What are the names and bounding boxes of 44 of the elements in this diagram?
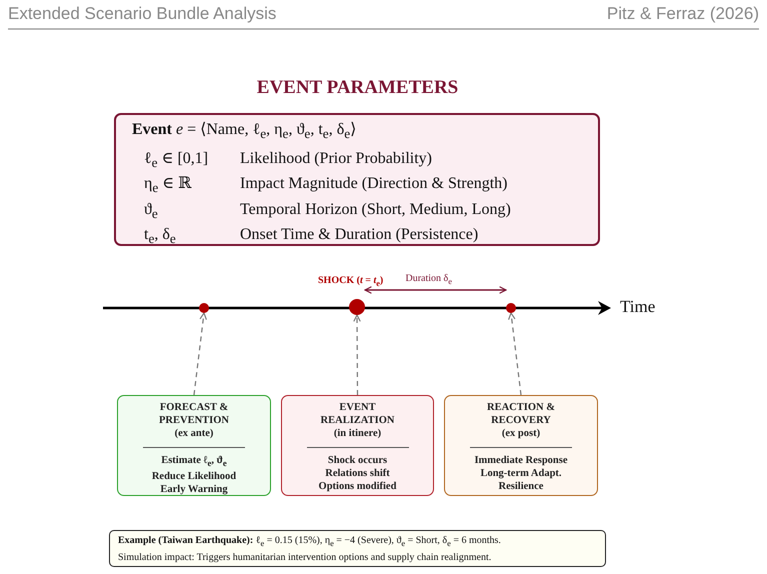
arrow bbox=[353, 314, 361, 395]
axis-label: Time bbox=[620, 297, 656, 317]
arrow bbox=[364, 286, 507, 294]
formula-text: Event e = ⟨Name, ℓ$_{e}$, η$_{e}$, ϑ$_{e}$, t$_{e}$, δ$_{e}$⟩ bbox=[132, 120, 358, 142]
description-text: Impact Magnitude (Direction & Strength) bbox=[240, 174, 508, 194]
phase-subtitle: (ex post) bbox=[500, 427, 542, 440]
symbol-text: t$_{e}$, δ$_{e}$ bbox=[144, 224, 177, 248]
description-text: Likelihood (Prior Probability) bbox=[240, 149, 433, 170]
phase-heading: EVENT REALIZATION bbox=[320, 401, 396, 427]
timeline-dot bbox=[506, 303, 516, 313]
header-citation: Pitz & Ferraz (2026) bbox=[606, 4, 759, 24]
phase-item: Resilience bbox=[498, 480, 544, 493]
edge-label: Duration δ$_{e}$ bbox=[406, 273, 452, 286]
phase-item: Shock occurs bbox=[326, 454, 388, 467]
phase-item: Reduce Likelihood bbox=[150, 470, 238, 484]
example-box bbox=[109, 530, 606, 567]
phase-box bbox=[117, 395, 271, 496]
phase-subtitle: (in itinere) bbox=[332, 427, 382, 440]
symbol-text: ℓ$_{e}$ ∈ [0,1] bbox=[144, 149, 210, 172]
parameter-box bbox=[114, 113, 600, 246]
phase-box bbox=[281, 395, 434, 496]
note-text: Simulation impact: Triggers humanitarian intervention options and supply chain realignment. bbox=[118, 551, 492, 565]
phase-box bbox=[444, 395, 598, 496]
phase-item: Estimate ℓ$_{e}$, ϑ$_{e}$ bbox=[160, 454, 228, 470]
timeline-dot bbox=[199, 303, 209, 313]
symbol-text: η$_{e}$ ∈ ℝ bbox=[144, 174, 192, 198]
phase-subtitle: (ex ante) bbox=[174, 427, 214, 440]
phase-heading: REACTION & RECOVERY bbox=[486, 401, 556, 427]
shock-label: SHOCK (t = t$_{e}$) bbox=[318, 275, 384, 288]
arrow bbox=[508, 312, 522, 396]
description-text: Temporal Horizon (Short, Medium, Long) bbox=[240, 200, 512, 220]
phase-item: Immediate Response bbox=[473, 454, 569, 467]
phase-item: Long-term Adapt. bbox=[479, 467, 563, 480]
diagram-title: EVENT PARAMETERS bbox=[256, 77, 460, 99]
phase-item: Relations shift bbox=[324, 467, 391, 480]
symbol-text: ϑ$_{e}$ bbox=[144, 200, 159, 223]
phase-item: Options modified bbox=[318, 480, 398, 493]
note-text: Example (Taiwan Earthquake): ℓ$_{e}$ = 0.15 (15%), η$_{e}$ = −4 (Severe), ϑ$_{e}$ = Short, δ$_{e}$ = 6 months. bbox=[118, 534, 502, 550]
description-text: Onset Time & Duration (Persistence) bbox=[240, 224, 480, 245]
arrow bbox=[193, 312, 207, 396]
phase-item: Early Warning bbox=[159, 483, 229, 496]
header-title: Extended Scenario Bundle Analysis bbox=[8, 4, 276, 24]
phase-heading: FORECAST & PREVENTION bbox=[158, 401, 230, 427]
timeline-dot bbox=[349, 299, 365, 315]
